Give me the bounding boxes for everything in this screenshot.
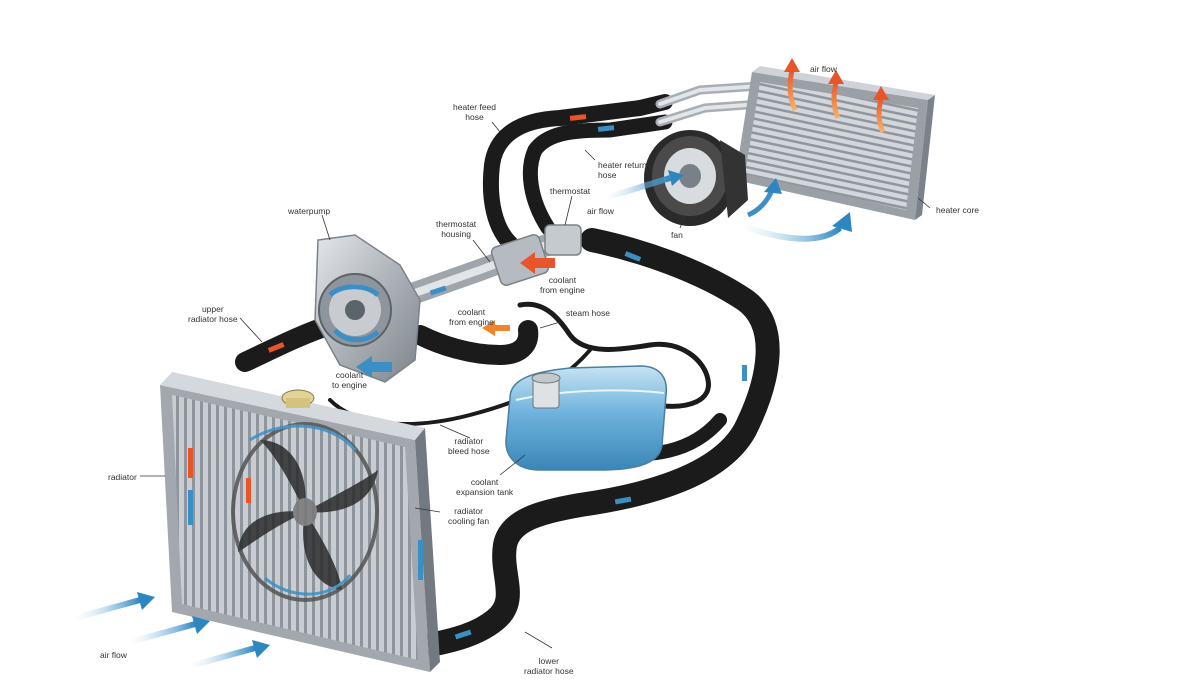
label-waterpump: waterpump [288,206,331,216]
lower-radiator-hose [418,228,780,657]
label-upper-radiator-hose: upper radiator hose [188,304,238,324]
label-air-flow-fan: air flow [587,206,614,216]
label-radiator: radiator [108,472,137,482]
flow-marker [569,114,587,121]
flow-marker [614,496,632,505]
flow-marker [742,365,747,381]
expansion-tank [505,365,668,471]
fan-airflow-arrows [604,170,852,242]
coolant-hot-arrows [482,252,555,336]
label-fan: fan [671,230,683,240]
label-steam-hose: steam hose [566,308,610,318]
label-coolant-expansion-tank: coolant expansion tank [456,477,514,497]
flow-marker [267,342,285,353]
label-radiator-cooling-fan: radiator cooling fan [448,506,490,526]
label-thermostat: thermostat [550,186,591,196]
label-coolant-to-engine: coolant to engine [332,370,367,390]
heater-feed-hose [482,94,673,253]
upper-radiator-hose [235,315,340,372]
heater-airflow-arrows [784,58,889,134]
coolant-to-engine-arrow [356,356,392,378]
heater-pipes [655,81,765,127]
label-thermostat-housing: thermostat housing [436,219,477,239]
radiator-cooling-fan [231,422,379,602]
label-heater-core: heater core [936,205,979,215]
leader-lines [140,121,931,649]
label-coolant-from-engine-left: coolant from engine [449,307,494,327]
label-heater-feed-hose: heater feed hose [453,102,497,122]
label-air-flow-bottom: air flow [100,650,127,660]
thermostat-housing [384,224,582,311]
flow-marker [597,125,615,132]
radiator-airflow-arrows [74,592,270,669]
blower-fan [644,130,748,226]
heater-return-hose [522,114,673,236]
hose-flow-arrows [267,114,747,640]
flow-marker [454,629,472,640]
label-lower-radiator-hose: lower radiator hose [524,656,574,676]
steam-hose-line [517,301,711,409]
heater-core [735,66,935,220]
label-air-flow-top: air flow [810,64,837,74]
label-coolant-from-engine-right: coolant from engine [540,275,585,295]
pump-outlet-hose [410,320,539,365]
water-pump [314,234,421,383]
label-radiator-bleed-hose: radiator bleed hose [448,436,490,456]
flow-marker [624,251,642,262]
label-heater-return-hose: heater return hose [598,160,647,180]
